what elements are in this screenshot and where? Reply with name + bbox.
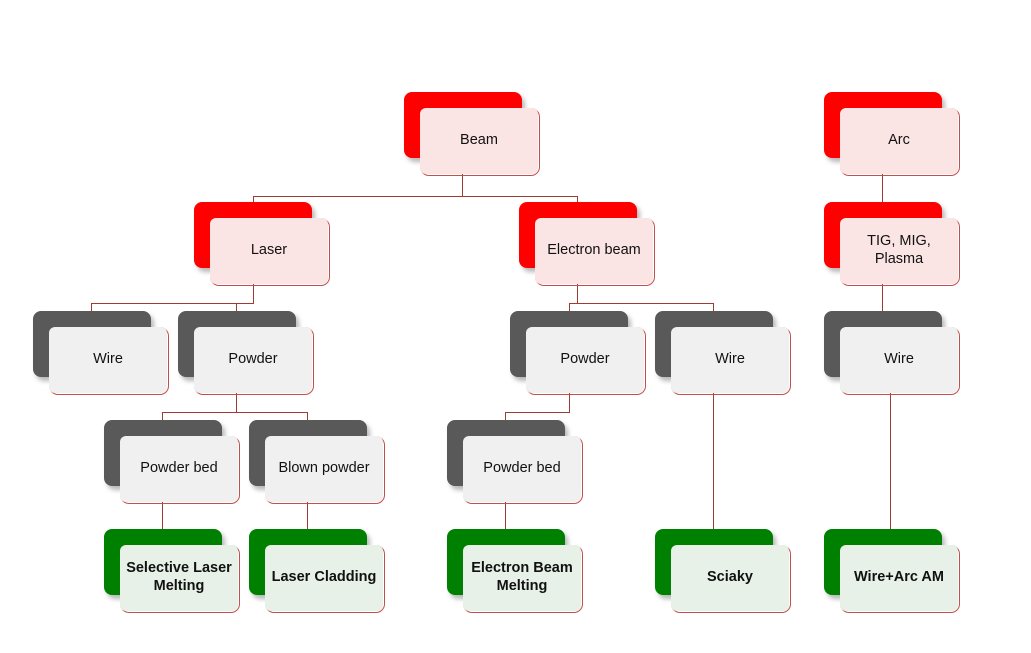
- node-label: Wire: [884, 351, 914, 368]
- connector-laser-riser: [253, 196, 254, 206]
- node-face: Blown powder: [265, 436, 383, 502]
- connector-laser-children-bar: [91, 303, 254, 304]
- connector-eb-wire-to-sciaky: [713, 393, 714, 531]
- node-face: TIG, MIG, Plasma: [840, 218, 958, 284]
- node-label: Arc: [888, 132, 910, 149]
- node-laser-cladding[interactable]: Laser Cladding: [249, 529, 385, 613]
- node-waam[interactable]: Wire+Arc AM: [824, 529, 960, 613]
- node-face: Wire: [840, 327, 958, 393]
- node-label: Wire: [715, 351, 745, 368]
- connector-beam-children-bar: [253, 196, 578, 197]
- node-face: Beam: [420, 108, 538, 174]
- node-slm[interactable]: Selective Laser Melting: [104, 529, 240, 613]
- connector-powder-bed-l-to-slm: [162, 502, 163, 531]
- node-electron-beam[interactable]: Electron beam: [519, 202, 655, 286]
- node-face: Electron Beam Melting: [463, 545, 581, 611]
- node-label: Laser Cladding: [271, 569, 377, 586]
- node-face: Powder: [194, 327, 312, 393]
- connector-beam-drop: [462, 174, 463, 196]
- connector-powder-bed-riser: [162, 412, 163, 422]
- connector-blown-to-cladding: [307, 502, 308, 531]
- connector-arc-to-tig: [882, 174, 883, 204]
- node-powder-bed-eb[interactable]: Powder bed: [447, 420, 583, 504]
- node-sciaky[interactable]: Sciaky: [655, 529, 791, 613]
- node-face: Electron beam: [535, 218, 653, 284]
- connector-laser-drop: [253, 284, 254, 303]
- connector-arc-wire-to-waam: [890, 393, 891, 531]
- connector-eb-children-bar: [569, 303, 714, 304]
- connector-eb-powder-riser: [569, 303, 570, 313]
- node-face: Powder: [526, 327, 644, 393]
- node-label: Beam: [460, 132, 498, 149]
- connector-eb-powder-bar: [505, 412, 570, 413]
- connector-laser-powder-drop: [236, 393, 237, 412]
- node-powder-bed-l[interactable]: Powder bed: [104, 420, 240, 504]
- node-face: Laser: [210, 218, 328, 284]
- node-label: Electron Beam Melting: [471, 560, 573, 594]
- node-arc[interactable]: Arc: [824, 92, 960, 176]
- node-label: Powder: [560, 351, 610, 368]
- node-face: Wire+Arc AM: [840, 545, 958, 611]
- connector-blown-powder-riser: [307, 412, 308, 422]
- node-label: Wire: [93, 351, 123, 368]
- node-laser-wire[interactable]: Wire: [33, 311, 169, 395]
- node-face: Wire: [671, 327, 789, 393]
- connector-eb-powder-bed-riser: [505, 412, 506, 422]
- node-tig-mig-plasma[interactable]: TIG, MIG, Plasma: [824, 202, 960, 286]
- node-label: Electron beam: [547, 242, 641, 259]
- node-label: Selective Laser Melting: [126, 560, 232, 594]
- connector-eb-drop: [577, 284, 578, 303]
- node-eb-powder[interactable]: Powder: [510, 311, 646, 395]
- connector-eb-wire-riser: [713, 303, 714, 313]
- node-label: TIG, MIG, Plasma: [867, 233, 931, 267]
- node-beam[interactable]: Beam: [404, 92, 540, 176]
- node-label: Wire+Arc AM: [854, 569, 944, 586]
- node-face: Wire: [49, 327, 167, 393]
- node-laser[interactable]: Laser: [194, 202, 330, 286]
- node-face: Sciaky: [671, 545, 789, 611]
- node-label: Blown powder: [278, 460, 370, 477]
- node-face: Powder bed: [463, 436, 581, 502]
- node-face: Arc: [840, 108, 958, 174]
- node-label: Sciaky: [707, 569, 753, 586]
- node-label: Powder bed: [483, 460, 561, 477]
- node-label: Laser: [250, 242, 288, 259]
- node-face: Powder bed: [120, 436, 238, 502]
- node-blown-powder[interactable]: Blown powder: [249, 420, 385, 504]
- connector-laser-wire-riser: [91, 303, 92, 313]
- connector-eb-powder-drop: [569, 393, 570, 412]
- connector-powder-bed-eb-to-ebm: [505, 502, 506, 531]
- node-face: Selective Laser Melting: [120, 545, 238, 611]
- node-label: Powder bed: [140, 460, 218, 477]
- connector-tig-to-wire: [882, 284, 883, 313]
- node-eb-wire[interactable]: Wire: [655, 311, 791, 395]
- node-label: Powder: [228, 351, 278, 368]
- node-arc-wire[interactable]: Wire: [824, 311, 960, 395]
- connector-electron-beam-riser: [577, 196, 578, 206]
- node-face: Laser Cladding: [265, 545, 383, 611]
- connector-powder-children-bar: [162, 412, 308, 413]
- node-ebm[interactable]: Electron Beam Melting: [447, 529, 583, 613]
- connector-laser-powder-riser: [236, 303, 237, 313]
- node-laser-powder[interactable]: Powder: [178, 311, 314, 395]
